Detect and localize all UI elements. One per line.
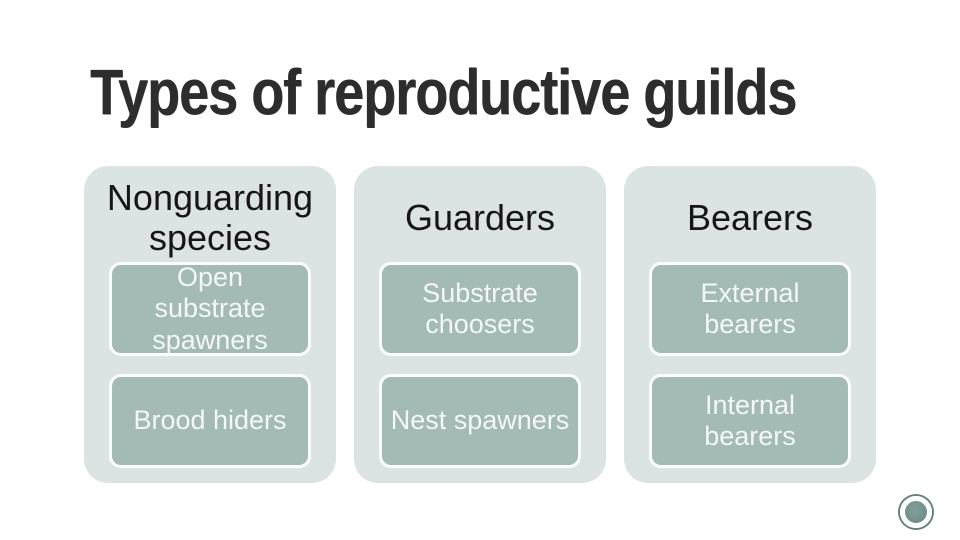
column-bearers: Bearers External bearers Internal bearer… — [624, 166, 876, 483]
slide-title: Types of reproductive guilds — [90, 57, 797, 129]
item-external-bearers: External bearers — [649, 262, 851, 356]
column-items-bearers: External bearers Internal bearers — [624, 262, 876, 483]
column-header-bearers: Bearers — [686, 196, 814, 238]
column-items-guarders: Substrate choosers Nest spawners — [354, 262, 606, 483]
column-guarders: Guarders Substrate choosers Nest spawner… — [354, 166, 606, 483]
item-open-substrate-spawners: Open substrate spawners — [109, 262, 311, 356]
column-header-nonguarding: Nonguarding species — [106, 176, 314, 258]
item-brood-hiders: Brood hiders — [109, 374, 311, 468]
item-nest-spawners: Nest spawners — [379, 374, 581, 468]
column-header-guarders: Guarders — [404, 196, 556, 238]
guild-columns-diagram: Nonguarding species Open substrate spawn… — [84, 166, 876, 483]
column-items-nonguarding: Open substrate spawners Brood hiders — [84, 262, 336, 483]
column-nonguarding: Nonguarding species Open substrate spawn… — [84, 166, 336, 483]
item-substrate-choosers: Substrate choosers — [379, 262, 581, 356]
item-internal-bearers: Internal bearers — [649, 374, 851, 468]
theme-badge-circle-icon — [900, 496, 932, 528]
